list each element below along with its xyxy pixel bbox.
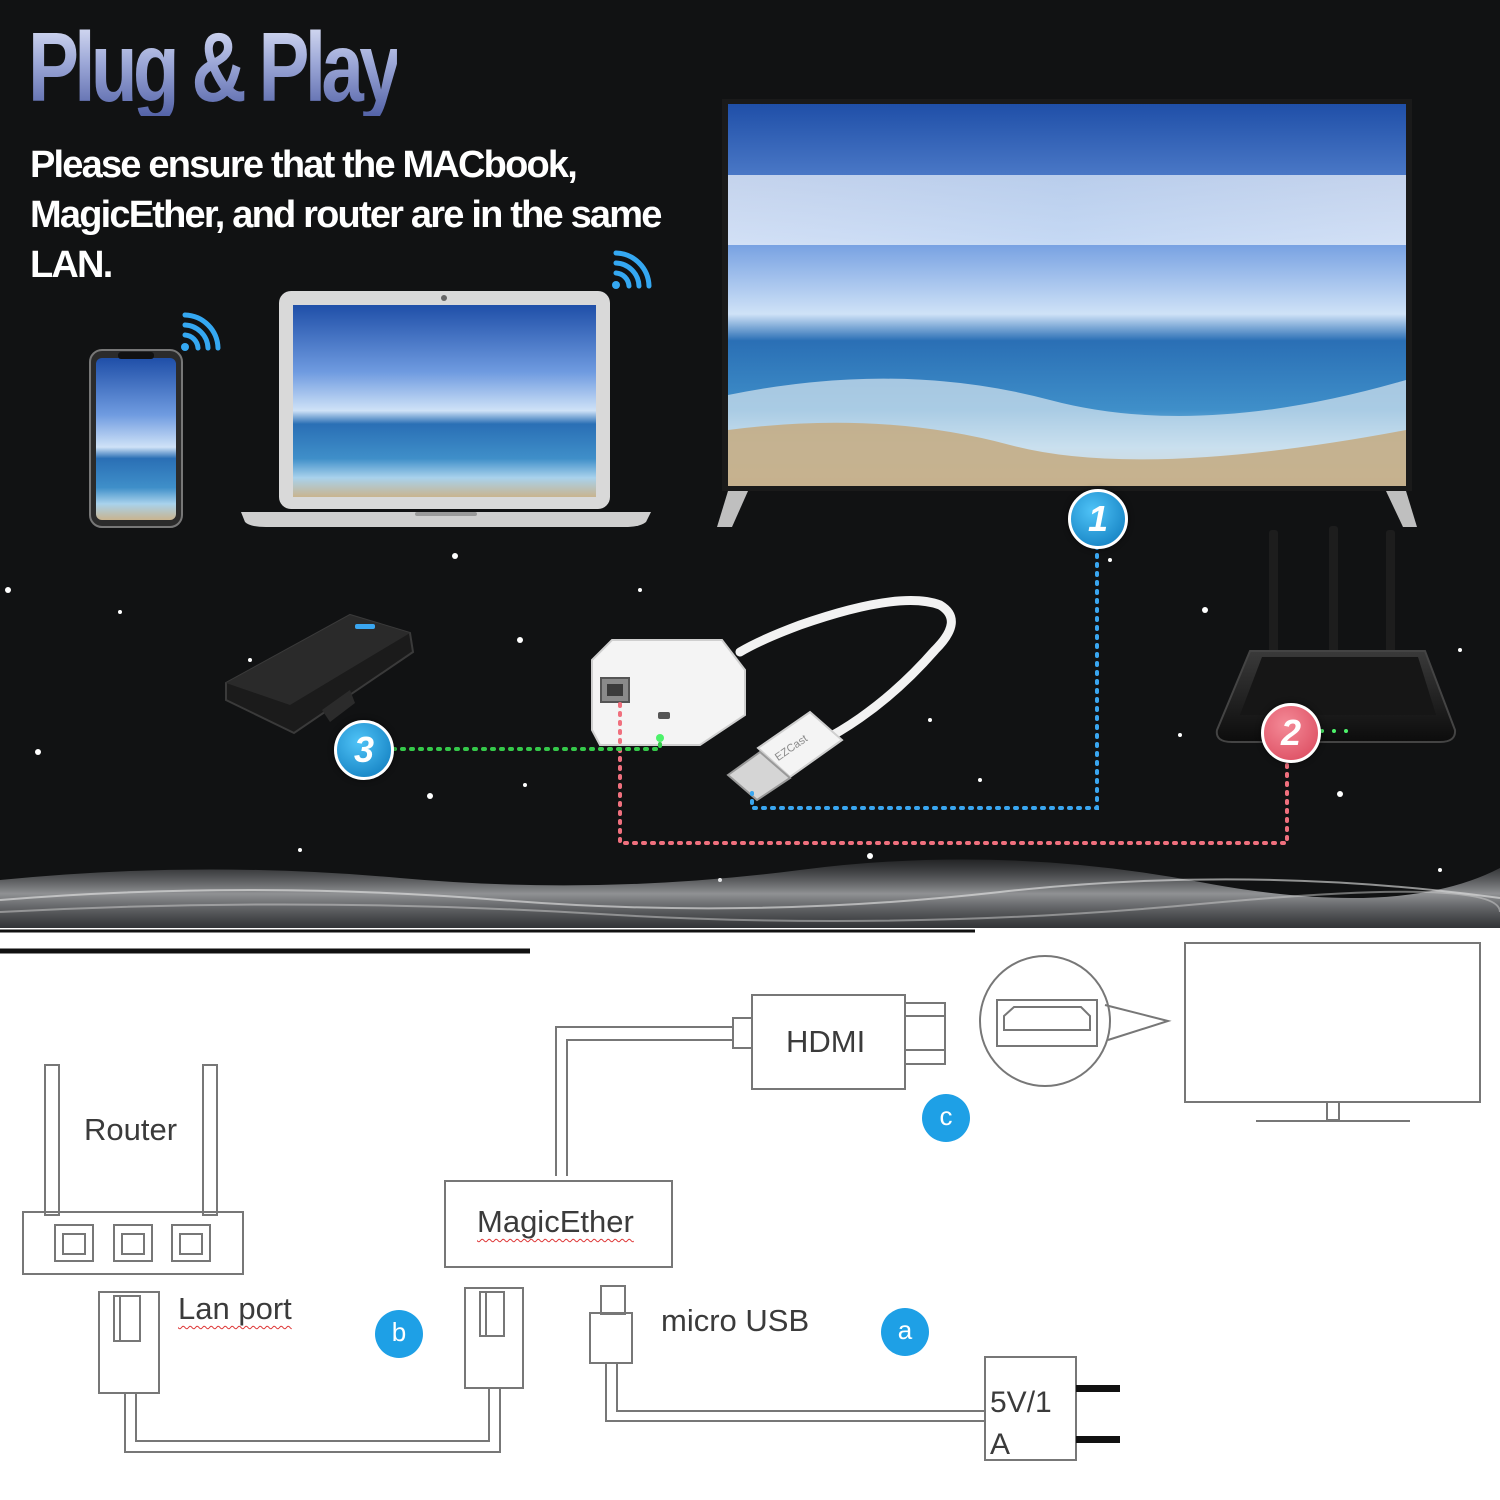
wifi-icon [612,250,652,289]
magicether-label: MagicEther [477,1204,634,1239]
plug-and-play-panel: EZCast Plug & Play Please ensure that th… [0,0,1500,928]
lan-port-text: Lan port [178,1291,292,1326]
power-rating-label-line2: A [990,1428,1011,1461]
instruction-text: Please ensure that the MACbook, MagicEth… [30,144,662,286]
router-label: Router [84,1112,178,1147]
step-badge-a: a [881,1308,929,1356]
setup-illustration: EZCast [0,99,1500,928]
connection-lines [391,544,1289,845]
step-badge-c: c [922,1094,970,1142]
hdmi-cable [735,596,956,747]
power-bank [225,613,415,735]
lan-line [618,698,1289,845]
monitor-drawing [1184,942,1481,1122]
step-badge-b: b [375,1310,423,1358]
micro-usb-label: micro USB [661,1303,810,1338]
tv [717,99,1417,527]
hdmi-plug: EZCast [726,710,844,802]
power-prong [1076,1436,1120,1443]
power-adapter-drawing [984,1356,1077,1461]
fiber-strip [0,859,1500,928]
power-line [391,738,662,751]
magicether-adapter [591,639,746,746]
hdmi-label: HDMI [786,1024,866,1059]
power-rating-label-line1: 5V/1 [990,1386,1052,1419]
power-prong [1076,1385,1120,1392]
step-badge-1: 1 [1068,489,1128,549]
lan-cable-drawing [98,1287,524,1453]
step-badge-3: 3 [334,720,394,780]
lan-port-label: Lan port [178,1293,292,1324]
wiring-diagram [0,929,1481,1461]
router [1215,526,1457,743]
step-badge-2: 2 [1261,703,1321,763]
hdmi-drawing [555,994,946,1176]
micro-usb-drawing [589,1285,985,1422]
wifi-icon [181,312,221,351]
laptop [241,291,651,527]
hdmi-line [750,544,1099,810]
headline: Plug & Play [28,12,402,122]
phone [89,349,183,528]
hdmi-port-callout [979,955,1172,1087]
stars [5,498,1462,882]
router-drawing [22,1064,244,1275]
magicether-box [444,1180,673,1268]
